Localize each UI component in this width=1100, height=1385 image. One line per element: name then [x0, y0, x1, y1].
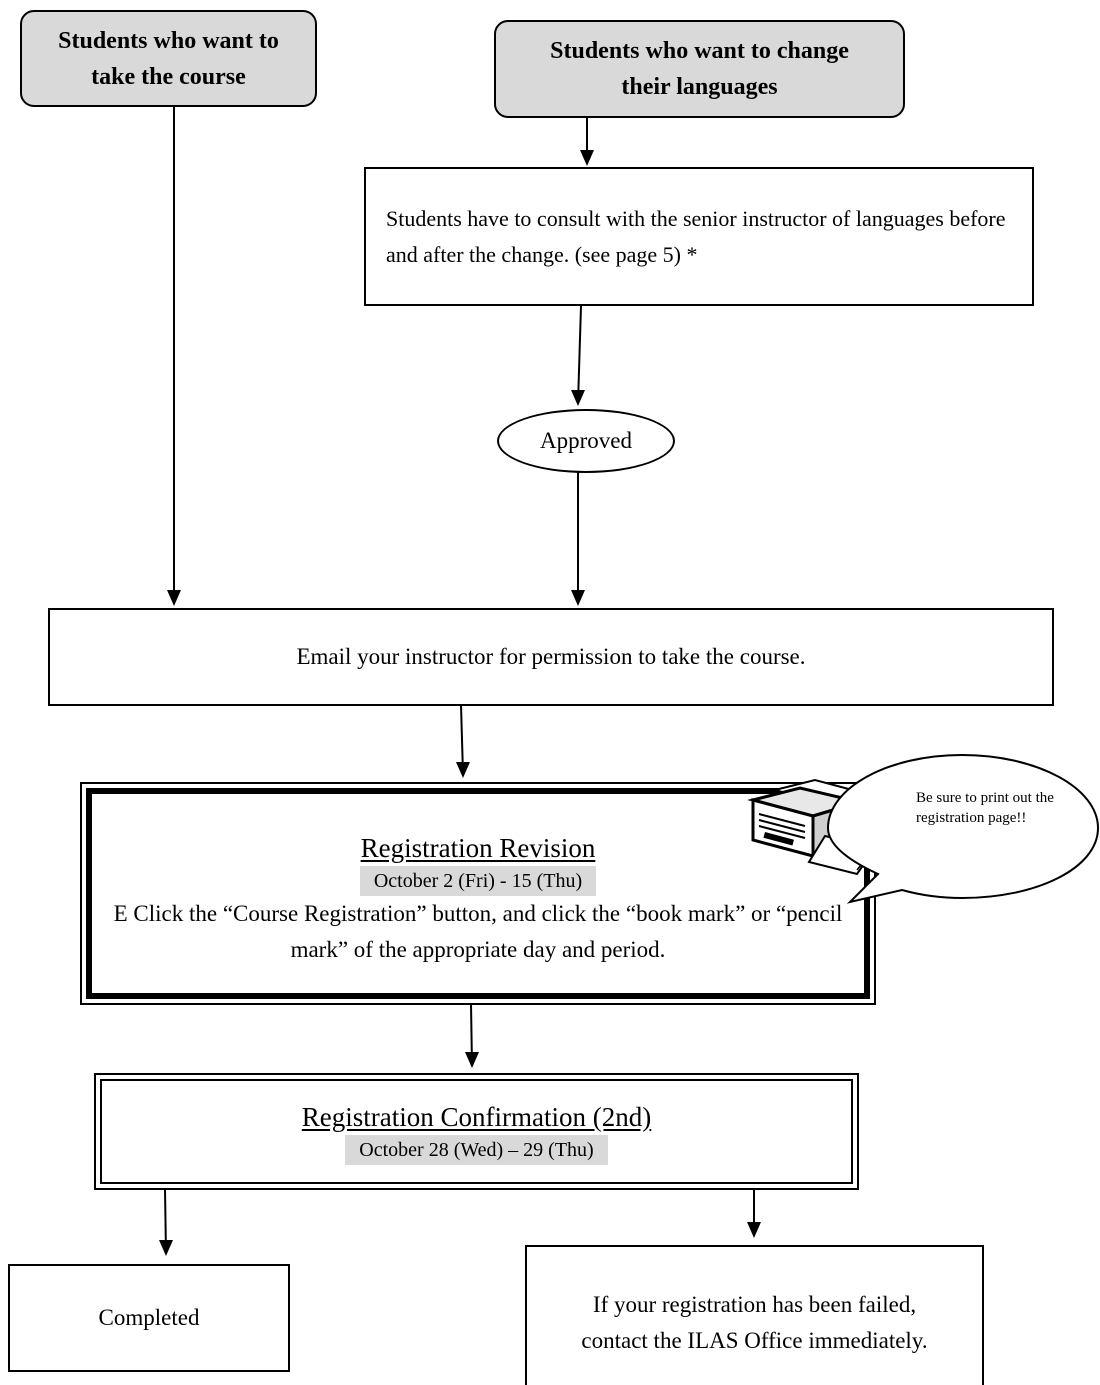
- confirmation-title: Registration Confirmation (2nd): [301, 1101, 652, 1132]
- node-email-label: Email your instructor for permission to …: [296, 644, 806, 669]
- revision-body: E Click the “Course Registration” button…: [113, 900, 843, 962]
- callout-text: Be sure to print out the registration pa…: [916, 790, 1054, 826]
- node-approved-label: Approved: [540, 428, 632, 453]
- confirmation-dates: October 28 (Wed) – 29 (Thu): [345, 1134, 608, 1165]
- node-approved: Approved: [497, 409, 675, 473]
- node-completed: Completed: [8, 1264, 290, 1372]
- arrow-consult-to-approved: [577, 305, 582, 404]
- revision-dates: October 2 (Fri) - 15 (Thu): [359, 865, 597, 896]
- node-failed-label: If your registration has been failed, co…: [581, 1292, 928, 1353]
- arrow-confirmation-to-completed: [164, 1188, 167, 1255]
- node-change-languages: Students who want to change their langua…: [494, 20, 905, 118]
- revision-title: Registration Revision: [360, 832, 596, 863]
- node-consult: Students have to consult with the senior…: [364, 167, 1034, 306]
- arrow-revision-to-confirmation: [470, 1003, 473, 1067]
- node-completed-label: Completed: [98, 1305, 200, 1330]
- arrow-email-to-revision: [460, 704, 464, 775]
- node-change-languages-label: Students who want to change their langua…: [550, 38, 849, 100]
- node-failed: If your registration has been failed, co…: [525, 1245, 984, 1385]
- node-revision: Registration Revision October 2 (Fri) - …: [86, 788, 870, 999]
- node-confirmation: Registration Confirmation (2nd) October …: [100, 1079, 853, 1184]
- node-email: Email your instructor for permission to …: [48, 608, 1054, 706]
- node-consult-label: Students have to consult with the senior…: [386, 205, 1006, 267]
- node-take-course-label: Students who want to take the course: [58, 27, 279, 90]
- node-take-course: Students who want to take the course: [20, 10, 317, 107]
- callout-bubble: [826, 753, 1100, 904]
